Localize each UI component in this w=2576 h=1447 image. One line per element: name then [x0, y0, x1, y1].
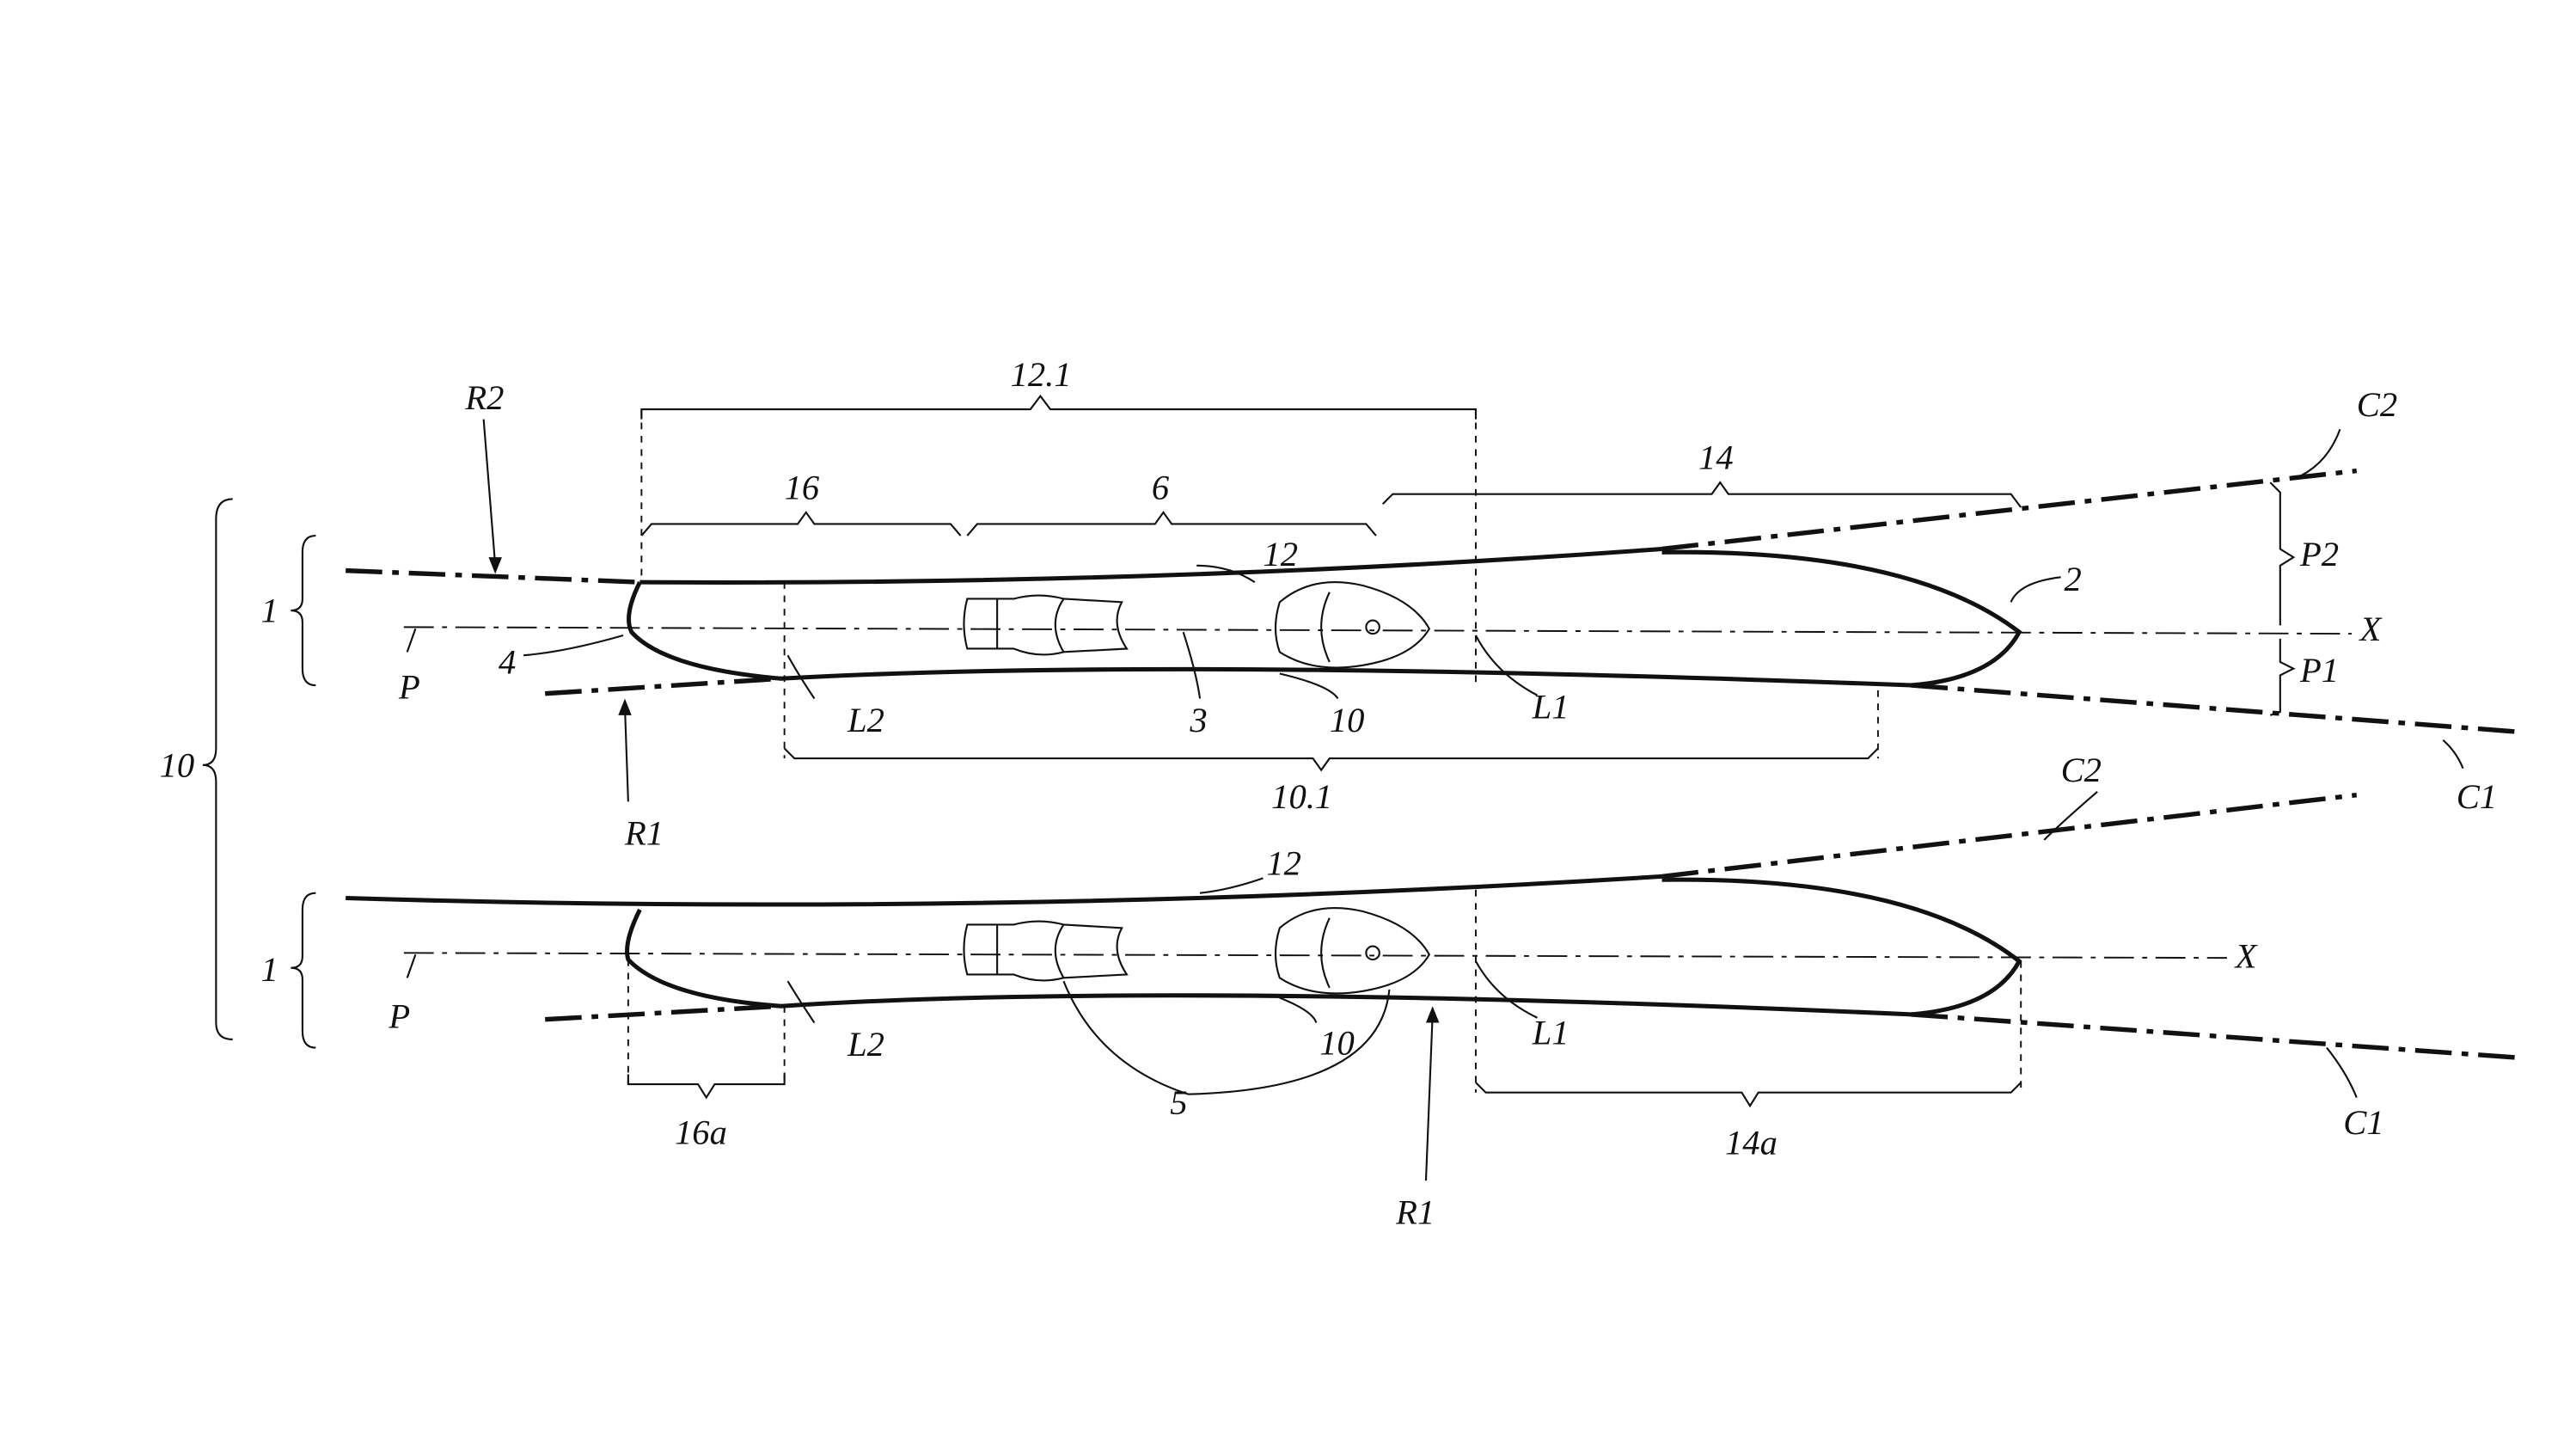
label-c2: C2: [2061, 751, 2102, 789]
label-l2: L2: [847, 701, 884, 739]
bracket-p1: [2269, 638, 2296, 716]
label-l1: L1: [1532, 1014, 1569, 1052]
label-p1: P1: [2299, 651, 2339, 690]
arrow-r1: [618, 698, 632, 715]
label-c1: C1: [2343, 1103, 2383, 1142]
label-l2: L2: [847, 1025, 884, 1064]
contour-c2: [1661, 792, 2358, 880]
bracket-14: [1381, 481, 2022, 508]
contour-r1: [545, 1003, 781, 1022]
dim-line: [640, 409, 1879, 759]
rear-binding: [963, 594, 1129, 656]
label-x: X: [2359, 610, 2383, 648]
brace-1-top: [291, 534, 316, 687]
contour-upper: [346, 874, 1662, 907]
bracket-16a: [627, 1074, 786, 1100]
top-ski-view: 1 R2 12.1 16 6 14 C2 12: [261, 355, 2518, 853]
label-p: P: [398, 667, 420, 706]
label-12: 12: [1266, 843, 1301, 882]
bracket-14a: [1475, 1082, 2022, 1108]
leader-lines: [406, 419, 2464, 802]
contour-lower: [780, 666, 1912, 688]
bracket-12-1: [640, 394, 1478, 420]
axis-x: [403, 952, 2227, 960]
arrow-r1: [1425, 1006, 1440, 1023]
binding-pivot: [1365, 945, 1380, 961]
label-6: 6: [1152, 468, 1170, 506]
label-16: 16: [785, 468, 820, 506]
label-10: 10: [1319, 1023, 1355, 1062]
axis-x: [403, 626, 2352, 635]
label-p2: P2: [2299, 535, 2339, 573]
contour-r2: [346, 567, 640, 585]
label-14a: 14a: [1725, 1123, 1778, 1162]
label-12: 12: [1263, 535, 1298, 573]
label-16a: 16a: [675, 1113, 727, 1152]
front-binding: [1274, 906, 1431, 995]
label-10: 10: [1330, 701, 1365, 739]
label-c2: C2: [2357, 385, 2397, 424]
contour-c1: [1911, 1012, 2518, 1060]
contour-c2: [1661, 468, 2358, 552]
ski-outline: [625, 877, 2022, 1017]
label-10-1: 10.1: [1271, 777, 1332, 816]
bracket-16: [640, 511, 962, 536]
label-l1: L1: [1532, 688, 1569, 727]
bracket-10-1: [783, 747, 1879, 772]
label-x: X: [2234, 937, 2259, 976]
label-r1: R1: [624, 814, 664, 853]
label-p: P: [388, 996, 410, 1035]
front-binding: [1274, 581, 1431, 669]
label-12-1: 12.1: [1011, 355, 1072, 394]
bracket-6: [966, 511, 1377, 536]
contour-upper: [639, 546, 1662, 585]
label-1: 1: [261, 950, 278, 989]
bottom-ski-view: 1 C2 12 X P L2 10 L1 C1 5 16a 14a R1: [261, 751, 2518, 1231]
brace-1-bottom: [291, 892, 316, 1049]
ski-outline: [627, 549, 2022, 688]
arrow-r2: [488, 557, 502, 574]
label-r2: R2: [464, 378, 504, 417]
brace-10: [202, 498, 233, 1040]
label-c1: C1: [2457, 777, 2497, 816]
label-14: 14: [1698, 438, 1734, 477]
binding-pivot: [1365, 619, 1380, 635]
leader-lines: [406, 790, 2358, 1181]
label-2: 2: [2064, 560, 2081, 598]
label-5: 5: [1170, 1083, 1187, 1122]
contour-c1: [1911, 683, 2518, 734]
contour-lower: [780, 993, 1912, 1017]
label-1: 1: [261, 592, 278, 630]
label-r1: R1: [1395, 1193, 1435, 1231]
contour-r1: [545, 676, 781, 696]
rear-binding: [963, 920, 1129, 982]
label-3: 3: [1189, 701, 1207, 739]
label-10-outer: 10: [160, 745, 195, 784]
dim-line: [627, 889, 2022, 1093]
label-4: 4: [499, 642, 516, 681]
bracket-p2: [2269, 481, 2296, 626]
